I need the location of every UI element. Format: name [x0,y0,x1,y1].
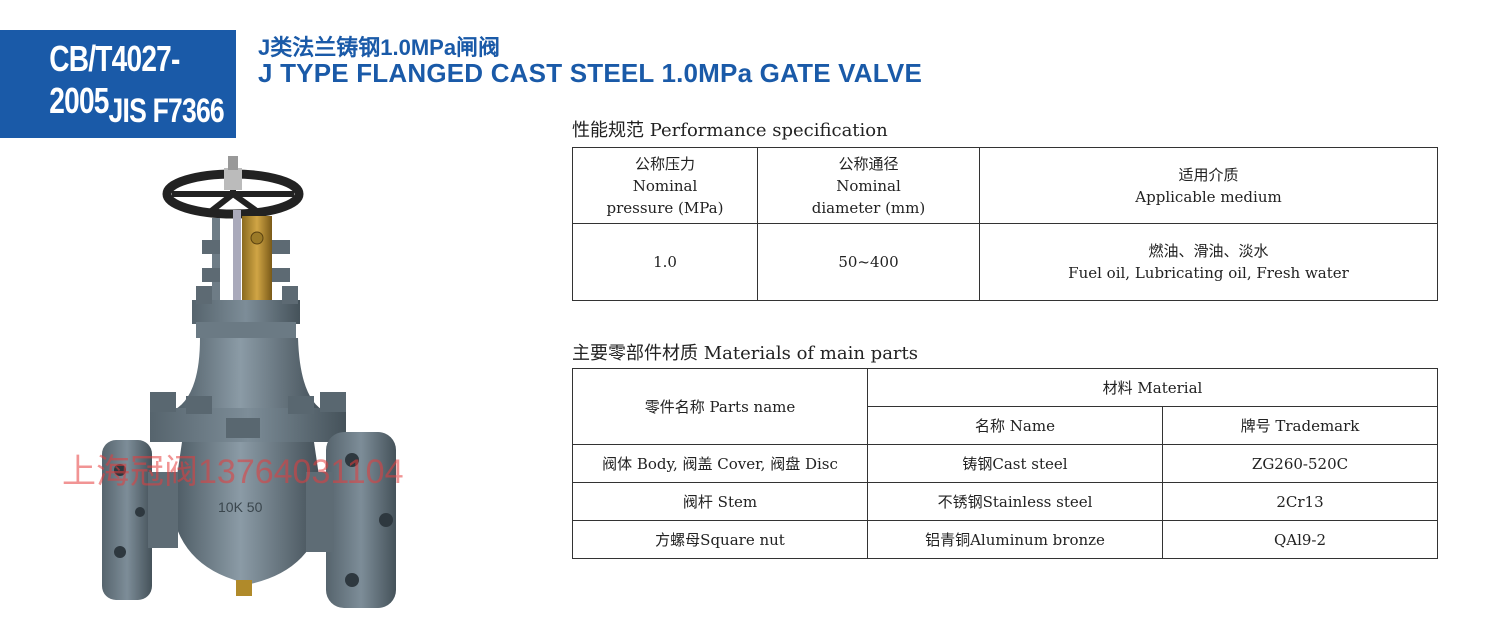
page-title-english: J TYPE FLANGED CAST STEEL 1.0MPa GATE VA… [258,58,923,88]
trademark-cell: QAl9-2 [1162,520,1438,559]
header-nominal-pressure: 公称压力 Nominal pressure (MPa) [572,147,758,224]
header-medium-cn: 适用介质 [1178,165,1239,184]
header-nominal-diameter: 公称通径 Nominal diameter (mm) [757,147,980,224]
header-trademark: 牌号 Trademark [1162,406,1438,445]
standard-badge: CB/T4027-2005 JIS F7366 [0,30,236,138]
table-row: 阀杆 Stem 不锈钢Stainless steel 2Cr13 [572,482,1438,521]
trademark-cell: 2Cr13 [1162,482,1438,521]
part-name-cell: 阀体 Body, 阀盖 Cover, 阀盘 Disc [572,444,868,483]
material-name-cell: 铸钢Cast steel [867,444,1163,483]
part-name-cell: 方螺母Square nut [572,520,868,559]
header-medium-en: Applicable medium [1135,187,1282,206]
performance-header-row: 公称压力 Nominal pressure (MPa) 公称通径 Nominal… [572,147,1438,224]
page-title-chinese: J类法兰铸钢1.0MPa闸阀 [258,35,501,60]
value-medium-cn: 燃油、滑油、淡水 [1148,242,1269,260]
value-medium: 燃油、滑油、淡水 Fuel oil, Lubricating oil, Fres… [979,223,1438,301]
material-name-cell: 铝青铜Aluminum bronze [867,520,1163,559]
svg-text:10K 50: 10K 50 [218,499,263,515]
header-applicable-medium: 适用介质 Applicable medium [979,147,1438,224]
performance-table: 公称压力 Nominal pressure (MPa) 公称通径 Nominal… [572,147,1438,301]
materials-header-row-1: 零件名称 Parts name 材料 Material [572,368,1438,445]
header-diameter-cn: 公称通径 [838,154,899,173]
header-material-name: 名称 Name [867,406,1163,445]
header-pressure-cn: 公称压力 [634,154,695,173]
header-diameter-en-2: diameter (mm) [811,198,926,217]
materials-section-title: 主要零部件材质 Materials of main parts [572,343,918,364]
header-pressure-en-1: Nominal [632,176,698,195]
header-material: 材料 Material [867,368,1438,407]
standard-code-cb: CB/T4027-2005 [49,38,180,121]
performance-section-title: 性能规范 Performance specification [572,120,888,141]
materials-table: 零件名称 Parts name 材料 Material 名称 Name 牌号 T… [572,368,1438,559]
value-pressure: 1.0 [572,223,758,301]
table-row: 方螺母Square nut 铝青铜Aluminum bronze QAl9-2 [572,520,1438,559]
materials-header-row-2: 名称 Name 牌号 Trademark [573,406,1438,445]
value-medium-en: Fuel oil, Lubricating oil, Fresh water [1068,264,1349,282]
material-name-cell: 不锈钢Stainless steel [867,482,1163,521]
standard-code-jis: JIS F7366 [108,92,225,130]
performance-value-row: 1.0 50~400 燃油、滑油、淡水 Fuel oil, Lubricatin… [572,223,1438,301]
trademark-cell: ZG260-520C [1162,444,1438,483]
part-name-cell: 阀杆 Stem [572,482,868,521]
gate-valve-image: 10K 50 [100,150,410,614]
watermark-contact: 上海冠阀13764031104 [62,453,404,491]
header-parts-name: 零件名称 Parts name [572,368,868,445]
header-diameter-en-1: Nominal [836,176,901,195]
header-pressure-en-2: pressure (MPa) [606,198,724,217]
table-row: 阀体 Body, 阀盖 Cover, 阀盘 Disc 铸钢Cast steel … [572,444,1438,483]
value-diameter: 50~400 [757,223,980,301]
